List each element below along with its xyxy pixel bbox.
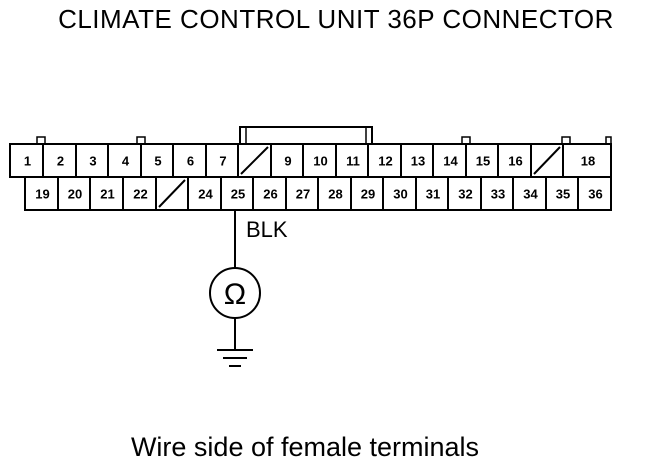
diagram-title: CLIMATE CONTROL UNIT 36P CONNECTOR [58,4,614,34]
terminal-2: 2 [57,154,64,169]
lock-tab [239,126,373,144]
terminal-28: 28 [328,187,342,202]
housing-notch [36,136,46,144]
terminal-20: 20 [68,187,82,202]
terminal-36: 36 [588,187,602,202]
terminal-34: 34 [523,187,538,202]
wire-color-label: BLK [246,217,288,242]
housing-notch [561,136,571,144]
housing-notch [605,136,612,144]
housing-notch [136,136,146,144]
terminal-4: 4 [122,154,130,169]
terminal-24: 24 [198,187,213,202]
terminal-32: 32 [458,187,472,202]
terminal-10: 10 [313,154,327,169]
terminal-21: 21 [100,187,114,202]
empty-cavity-mark [158,179,186,208]
terminal-6: 6 [187,154,194,169]
terminal-7: 7 [219,154,226,169]
terminal-1: 1 [24,154,31,169]
terminal-9: 9 [284,154,291,169]
terminal-12: 12 [378,154,392,169]
terminal-25: 25 [231,187,245,202]
terminal-13: 13 [411,154,425,169]
empty-cavity-mark [533,146,561,175]
terminal-26: 26 [263,187,277,202]
terminal-18: 18 [581,154,595,169]
terminal-14: 14 [443,154,458,169]
terminal-5: 5 [154,154,161,169]
terminal-11: 11 [346,154,360,169]
terminal-31: 31 [426,187,440,202]
terminal-33: 33 [491,187,505,202]
ohm-symbol: Ω [224,278,246,311]
terminal-22: 22 [133,187,147,202]
terminal-27: 27 [296,187,310,202]
terminal-3: 3 [89,154,96,169]
housing-notch [461,136,471,144]
terminal-29: 29 [361,187,375,202]
ground-icon [217,349,253,367]
terminal-15: 15 [476,154,490,169]
terminal-35: 35 [556,187,570,202]
terminal-19: 19 [35,187,49,202]
terminal-30: 30 [393,187,407,202]
diagram-caption: Wire side of female terminals [130,432,480,462]
terminal-16: 16 [508,154,522,169]
test-wiring: BLK Ω [209,210,288,367]
ohmmeter-icon: Ω [209,267,261,319]
empty-cavity-mark [240,146,269,175]
